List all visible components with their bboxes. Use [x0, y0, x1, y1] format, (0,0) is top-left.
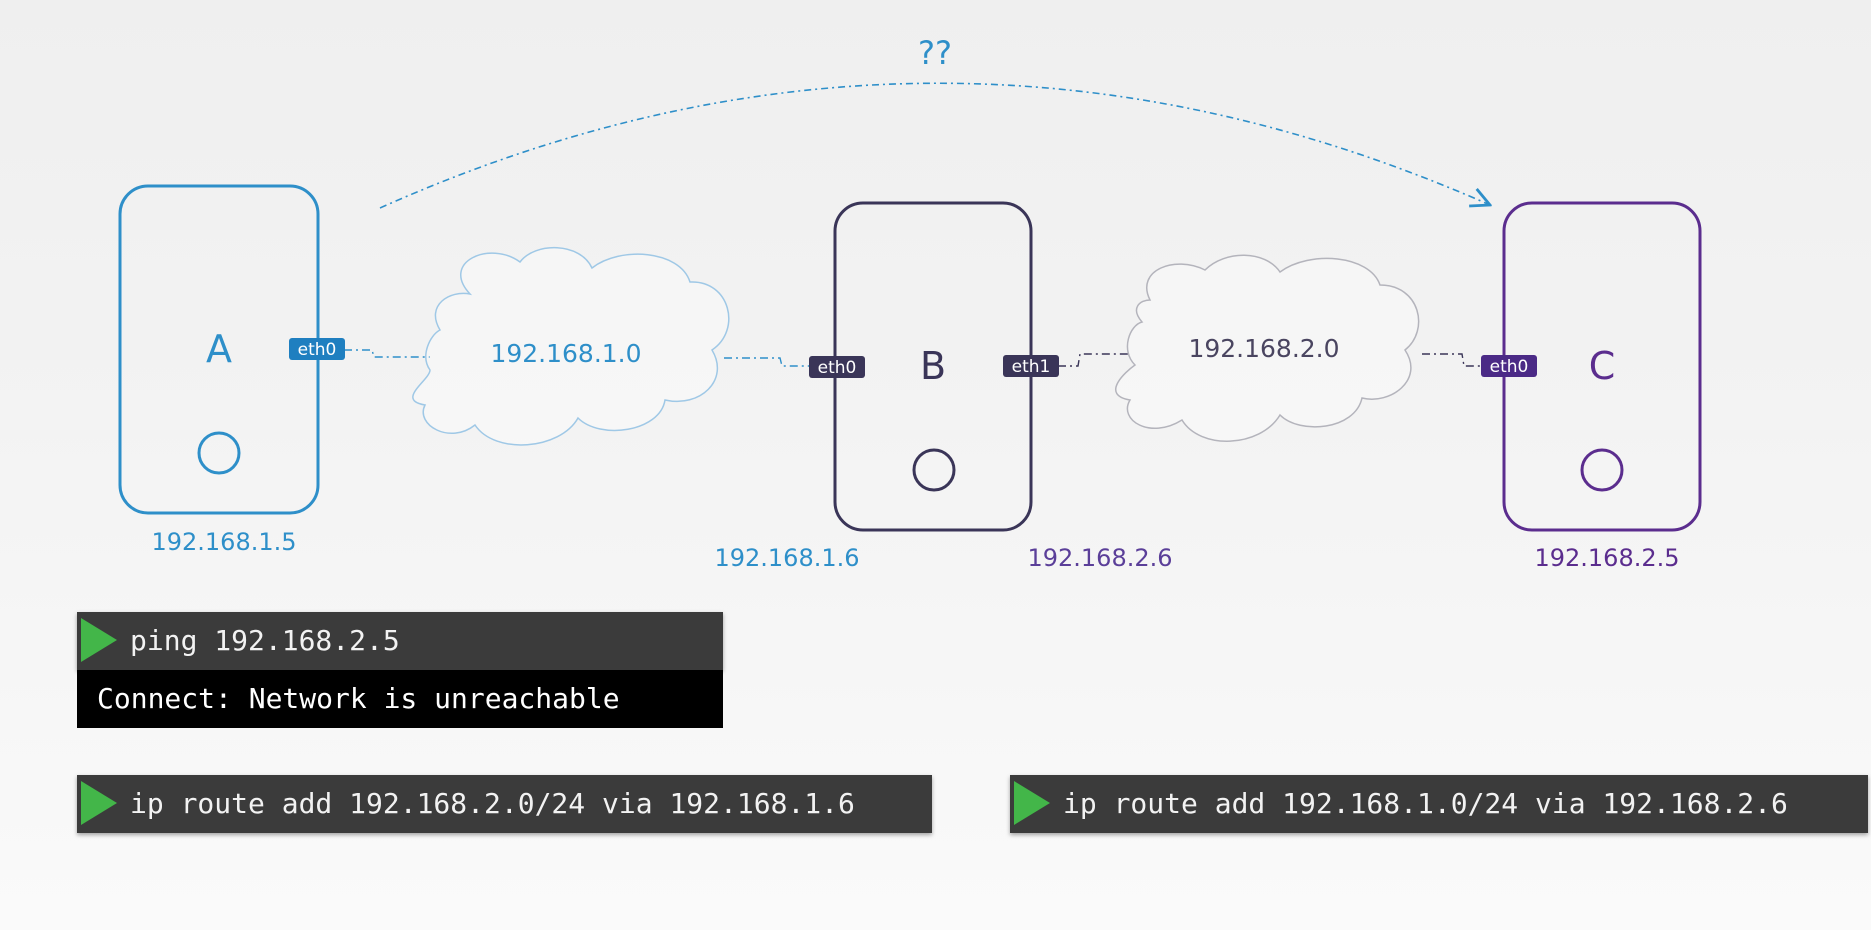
question-label: ??	[918, 34, 952, 72]
iface-b-eth1-label: eth1	[1012, 357, 1051, 377]
iface-a-eth0: eth0	[289, 338, 345, 360]
play-icon	[1014, 781, 1050, 825]
ping-command-text: ping 192.168.2.5	[130, 624, 400, 657]
play-icon	[81, 618, 117, 662]
link-b-net2	[1058, 353, 1130, 367]
route-c-terminal: ip route add 192.168.1.0/24 via 192.168.…	[1010, 775, 1868, 833]
iface-a-eth0-label: eth0	[298, 340, 337, 360]
node-a-ip: 192.168.1.5	[151, 528, 296, 556]
route-c-command-text: ip route add 192.168.1.0/24 via 192.168.…	[1063, 787, 1788, 820]
node-b-port-icon	[912, 448, 956, 492]
node-b-eth0-ip: 192.168.1.6	[714, 544, 859, 572]
node-a-port-icon	[197, 431, 241, 475]
node-c-port-icon	[1580, 448, 1624, 492]
play-icon	[81, 781, 117, 825]
node-b-eth1-ip: 192.168.2.6	[1027, 544, 1172, 572]
node-a-label: A	[206, 327, 232, 371]
network-cloud-1: 192.168.1.0	[412, 247, 730, 446]
unknown-route-arc	[379, 82, 1490, 209]
route-a-command-text: ip route add 192.168.2.0/24 via 192.168.…	[130, 787, 855, 820]
node-c: C 192.168.2.5	[1502, 201, 1702, 572]
ping-command-terminal: ping 192.168.2.5	[77, 612, 723, 670]
iface-c-eth0: eth0	[1481, 355, 1537, 377]
iface-b-eth1: eth1	[1003, 355, 1059, 377]
iface-b-eth0: eth0	[809, 356, 865, 378]
route-a-terminal: ip route add 192.168.2.0/24 via 192.168.…	[77, 775, 932, 833]
network-cloud-2: 192.168.2.0	[1114, 254, 1420, 442]
network-label-2: 192.168.2.0	[1188, 334, 1339, 363]
link-net2-c	[1422, 353, 1484, 367]
network-label-1: 192.168.1.0	[490, 339, 641, 368]
node-b: B 192.168.1.6 192.168.2.6	[714, 201, 1173, 572]
iface-c-eth0-label: eth0	[1490, 357, 1529, 377]
ping-output: Connect: Network is unreachable	[77, 670, 723, 728]
link-net1-b	[724, 357, 810, 367]
node-b-label: B	[920, 344, 946, 388]
node-c-label: C	[1589, 344, 1616, 388]
node-a: A 192.168.1.5	[118, 184, 320, 556]
node-c-ip: 192.168.2.5	[1534, 544, 1679, 572]
link-a-net1	[344, 349, 430, 358]
iface-b-eth0-label: eth0	[818, 358, 857, 378]
